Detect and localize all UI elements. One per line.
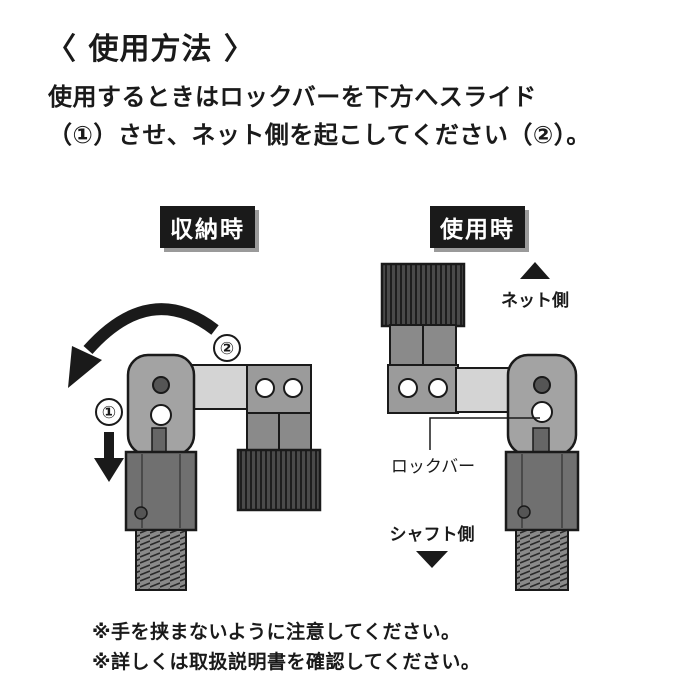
in-use-illustration: ネット側 ロックバー シャフト側 bbox=[380, 262, 580, 591]
rotate-arrowhead-icon bbox=[68, 346, 102, 388]
hex-collar bbox=[124, 450, 198, 532]
threaded-shaft bbox=[515, 529, 569, 591]
lock-bar-hole bbox=[150, 404, 172, 426]
step-1-badge: ① bbox=[102, 403, 116, 423]
instructions-line-2: （①）させ、ネット側を起こしてください（②）。 bbox=[48, 121, 591, 149]
up-arrow-icon bbox=[520, 262, 550, 279]
knurled-knob bbox=[236, 448, 322, 512]
stored-state-label: 収納時 bbox=[160, 206, 255, 248]
lock-bar-label: ロックバー bbox=[391, 457, 475, 477]
page-title: 〈 使用方法 〉 bbox=[46, 32, 255, 67]
slide-down-arrow-icon bbox=[94, 458, 124, 482]
threaded-shaft bbox=[135, 529, 187, 591]
stored-illustration: ② ① bbox=[68, 303, 322, 591]
instructions: 使用するときはロックバーを下方へスライド （①）させ、ネット側を起こしてください… bbox=[48, 78, 668, 154]
lock-bar-leader-line bbox=[429, 417, 540, 450]
knurled-knob bbox=[380, 262, 466, 328]
shaft-side-label: シャフト側 bbox=[390, 524, 475, 545]
lock-bar-spring bbox=[151, 427, 167, 453]
down-arrow-icon bbox=[416, 551, 448, 568]
in-use-state-label: 使用時 bbox=[430, 206, 525, 248]
hex-collar bbox=[504, 450, 580, 532]
rotate-arrow-icon bbox=[83, 303, 219, 354]
lock-bar-spring bbox=[532, 427, 550, 453]
set-screw bbox=[517, 505, 531, 519]
slide-down-arrow-shaft bbox=[104, 432, 114, 460]
step-2-badge: ② bbox=[220, 339, 234, 359]
lock-bar-hole bbox=[531, 401, 553, 423]
caution-note: ※手を挟まないように注意してください。 bbox=[92, 621, 461, 643]
manual-note: ※詳しくは取扱説明書を確認してください。 bbox=[92, 651, 481, 673]
net-side-label: ネット側 bbox=[501, 290, 569, 311]
instructions-line-1: 使用するときはロックバーを下方へスライド bbox=[48, 83, 537, 111]
set-screw bbox=[134, 506, 148, 520]
